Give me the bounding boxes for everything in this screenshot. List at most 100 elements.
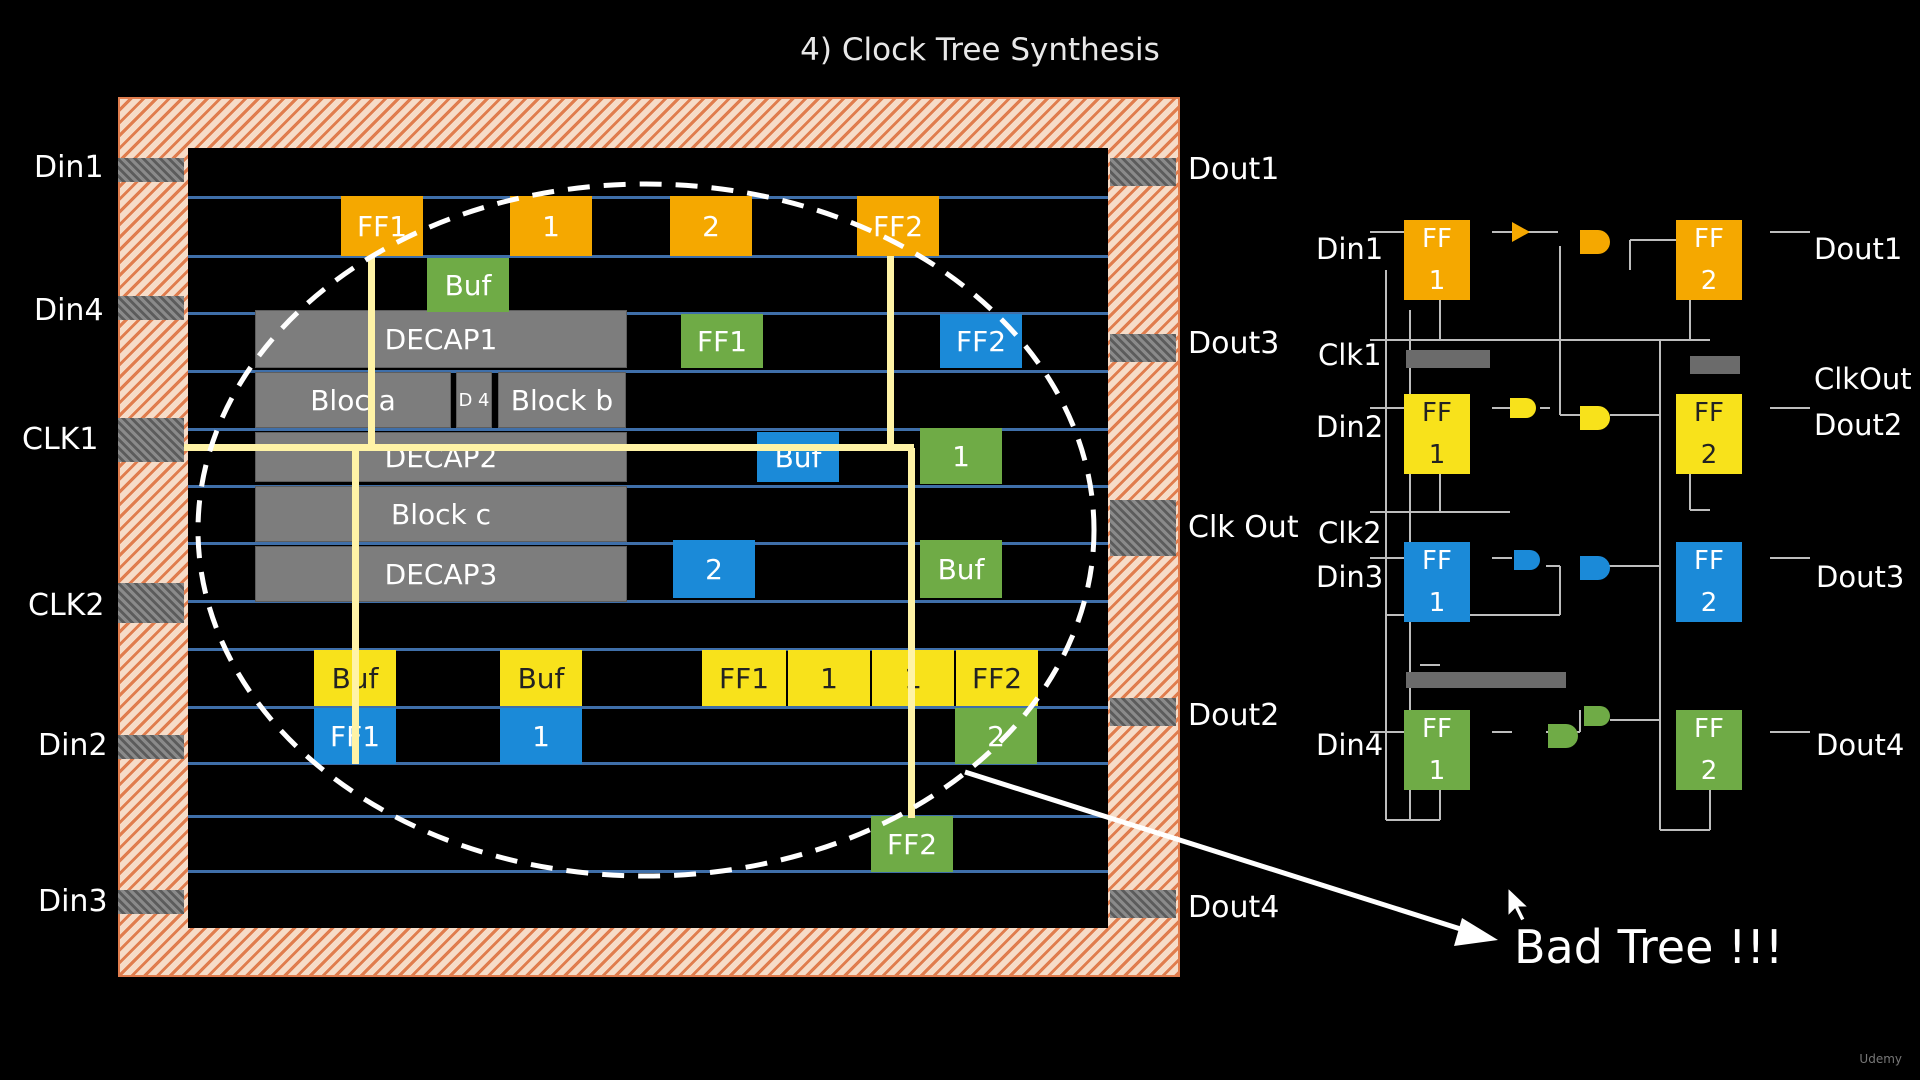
schematic-ff2-dout3: FF 2: [1676, 542, 1742, 622]
cell-logic-1: 1: [500, 708, 582, 764]
ff-label: FF: [1694, 546, 1724, 576]
ff-index: 2: [1700, 588, 1718, 618]
and-gate: [1580, 406, 1610, 430]
io-pin: [118, 158, 184, 182]
bad-tree-annotation: Bad Tree !!!: [1514, 920, 1784, 974]
sch-label-dout1: Dout1: [1814, 232, 1903, 266]
ff-index: 2: [1700, 440, 1718, 470]
cell-buf: Buf: [427, 258, 509, 312]
and-gate: [1510, 398, 1536, 418]
pin-label-din1: Din1: [34, 150, 104, 185]
placement-row: [188, 870, 1108, 873]
mouse-cursor-icon: [1507, 886, 1530, 922]
cell-buf: Buf: [920, 540, 1002, 598]
pin-label-clk1: CLK1: [22, 422, 99, 457]
ff-label: FF: [1694, 714, 1724, 744]
and-gate: [1580, 556, 1610, 580]
placement-row: [188, 428, 1108, 431]
and-gate: [1580, 230, 1610, 254]
clock-branch: [887, 256, 894, 448]
cell-logic-1: 1: [788, 650, 870, 706]
sch-label-din2: Din2: [1316, 410, 1384, 444]
placement-row: [188, 370, 1108, 373]
highlight-ellipse: [195, 181, 1097, 879]
ff-index: 1: [1428, 440, 1446, 470]
sch-label-dout4: Dout4: [1816, 728, 1905, 762]
placement-row: [188, 815, 1108, 818]
sch-label-dout3: Dout3: [1816, 560, 1905, 594]
ff-label: FF: [1422, 546, 1452, 576]
ff-index: 2: [1700, 756, 1718, 786]
udemy-watermark: Udemy: [1859, 1052, 1902, 1066]
cell-logic-2: 2: [670, 196, 752, 256]
pin-label-din2: Din2: [38, 728, 108, 763]
arrow-head: [1454, 918, 1498, 946]
io-pin: [1110, 158, 1176, 186]
placement-row: [188, 762, 1108, 765]
io-pin: [118, 890, 184, 914]
schematic-ff2-dout1: FF 2: [1676, 220, 1742, 300]
io-pin: [118, 296, 184, 320]
ff-label: FF: [1694, 398, 1724, 428]
and-gate: [1514, 550, 1540, 570]
ff-label: FF: [1422, 398, 1452, 428]
cell-logic-2: 2: [673, 540, 755, 598]
and-gate: [1548, 724, 1578, 748]
cell-ff1: FF1: [681, 314, 763, 368]
placement-row: [188, 255, 1108, 258]
buffer-gate: [1512, 222, 1530, 242]
pin-label-dout1: Dout1: [1188, 152, 1280, 187]
io-pin: [1110, 334, 1176, 362]
pin-label-dout4: Dout4: [1188, 890, 1280, 925]
io-pin: [118, 735, 184, 759]
ff-index: 1: [1428, 588, 1446, 618]
ff-index: 2: [1700, 266, 1718, 296]
clock-branch: [352, 448, 359, 764]
pin-label-din4: Din4: [34, 293, 104, 328]
sch-label-din3: Din3: [1316, 560, 1384, 594]
pin-label-dout3: Dout3: [1188, 326, 1280, 361]
pin-label-din3: Din3: [38, 884, 108, 919]
schematic-ff1-din4: FF 1: [1404, 710, 1470, 790]
delay-bar: [1690, 356, 1740, 374]
schematic-ff2-dout4: FF 2: [1676, 710, 1742, 790]
ff-index: 1: [1428, 756, 1446, 786]
arrow-line: [964, 769, 1471, 935]
io-pin: [1110, 890, 1176, 918]
cell-ff2: FF2: [956, 650, 1038, 706]
cell-buf: Buf: [500, 650, 582, 706]
io-pin: [1110, 698, 1176, 726]
and-gate: [1584, 706, 1610, 726]
schematic-ff1-din2: FF 1: [1404, 394, 1470, 474]
clock-branch: [368, 256, 375, 448]
cell-logic-1: 1: [510, 196, 592, 256]
sch-label-clkout: ClkOut: [1814, 362, 1912, 396]
sch-label-clk2: Clk2: [1318, 516, 1382, 550]
placement-row: [188, 312, 1108, 315]
ff-index: 1: [1428, 266, 1446, 296]
delay-bar: [1406, 672, 1566, 688]
pin-label-clk2: CLK2: [28, 588, 105, 623]
io-pin: [118, 418, 184, 462]
pin-label-clk-out: Clk Out: [1188, 510, 1299, 545]
schematic-ff1-din1: FF 1: [1404, 220, 1470, 300]
ff-label: FF: [1694, 224, 1724, 254]
macro-decap4: D 4: [456, 372, 492, 428]
sch-label-dout2: Dout2: [1814, 408, 1903, 442]
io-pin: [118, 583, 184, 623]
schematic-wiring: [1370, 222, 1810, 831]
pin-label-dout2: Dout2: [1188, 698, 1280, 733]
macro-decap3: DECAP3: [255, 546, 627, 602]
sch-label-din4: Din4: [1316, 728, 1384, 762]
ff-label: FF: [1422, 714, 1452, 744]
placement-row: [188, 196, 1108, 199]
cell-ff2: FF2: [940, 314, 1022, 368]
macro-block-c: Block c: [255, 486, 627, 542]
cell-logic-2: 2: [955, 708, 1037, 764]
sch-label-clk1: Clk1: [1318, 338, 1382, 372]
placement-row: [188, 706, 1108, 709]
cell-ff1: FF1: [702, 650, 786, 706]
ff-label: FF: [1422, 224, 1452, 254]
clock-trunk: [184, 444, 914, 451]
